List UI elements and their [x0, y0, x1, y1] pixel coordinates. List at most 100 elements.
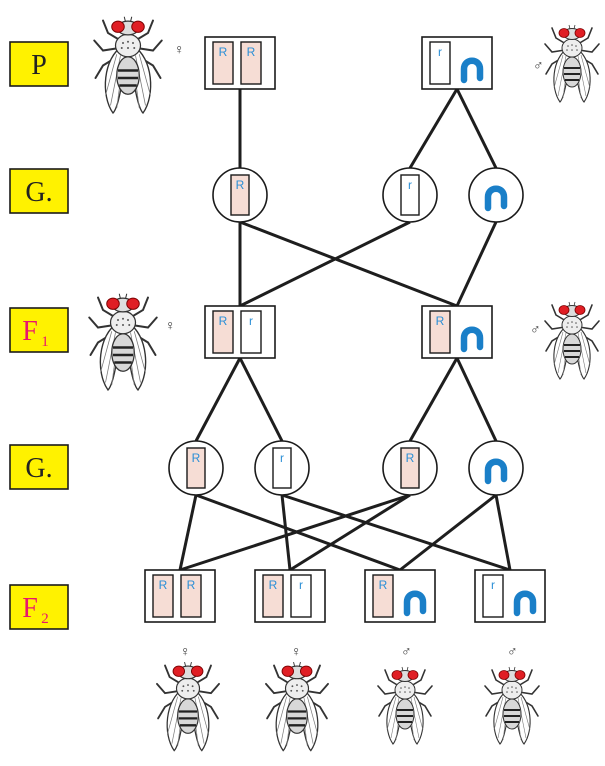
allele-label: r — [438, 45, 442, 59]
svg-text:G.: G. — [25, 177, 52, 208]
allele-label: R — [406, 451, 415, 465]
gamete-1-r-recessive: r — [382, 167, 438, 223]
x-chromosome-icon: R — [152, 574, 174, 618]
female-symbol-icon: ♀ — [165, 317, 176, 333]
fruit-fly-icon — [93, 15, 163, 115]
generation-label-f2: F 2 — [9, 584, 69, 630]
cross-line — [281, 493, 511, 572]
cross-line — [289, 493, 411, 572]
svg-text:F: F — [22, 316, 38, 347]
cross-lines — [178, 88, 512, 572]
label-text: G. — [25, 453, 52, 484]
cross-line — [399, 493, 497, 572]
generation-label-p: P — [9, 41, 69, 87]
cross-line — [239, 220, 458, 308]
x-chromosome-icon: R — [186, 447, 206, 489]
allele-label: r — [249, 314, 253, 328]
gamete-2-y — [468, 440, 524, 496]
x-chromosome-icon: r — [482, 574, 504, 618]
fruit-fly-icon — [155, 660, 221, 752]
fruit-fly-icon — [544, 24, 600, 103]
male-symbol-icon: ♂ — [530, 321, 541, 337]
gamete-2-female-recessive: r — [254, 440, 310, 496]
label-text: F — [22, 316, 38, 347]
cross-line — [238, 357, 284, 442]
cross-line — [408, 88, 459, 169]
generation-label-g1: G. — [9, 168, 69, 214]
fruit-fly-icon — [544, 301, 600, 380]
fruit-fly-icon — [377, 666, 433, 745]
cross-line — [179, 493, 411, 572]
male-symbol-icon: ♂ — [401, 643, 412, 659]
svg-text:P: P — [31, 50, 47, 81]
cross-line — [408, 357, 459, 442]
cross-line — [194, 357, 242, 442]
generation-label-f1: F 1 — [9, 307, 69, 353]
allele-label: R — [379, 578, 388, 592]
x-chromosome-icon: R — [212, 310, 234, 354]
gamete-1-r-dominant: R — [212, 167, 268, 223]
genotype-box-f2-3: R — [364, 569, 436, 623]
male-symbol-icon: ♂ — [507, 643, 518, 659]
allele-label: R — [236, 178, 245, 192]
cross-line — [455, 357, 498, 442]
x-chromosome-icon: r — [290, 574, 312, 618]
cross-line — [455, 221, 498, 307]
x-chromosome-icon: r — [272, 447, 292, 489]
genotype-box-p-male: r — [421, 36, 493, 90]
label-subscript: 1 — [41, 334, 49, 350]
cross-line — [494, 494, 512, 571]
allele-label: R — [219, 45, 228, 59]
x-chromosome-icon: R — [230, 174, 250, 216]
female-symbol-icon: ♀ — [180, 643, 191, 659]
label-text: P — [31, 50, 47, 81]
x-chromosome-icon: r — [240, 310, 262, 354]
label-subscript: 2 — [41, 611, 49, 627]
male-symbol-icon: ♂ — [533, 57, 544, 73]
allele-label: r — [280, 451, 284, 465]
allele-label: R — [247, 45, 256, 59]
cross-line — [178, 494, 198, 571]
allele-label: R — [187, 578, 196, 592]
female-symbol-icon: ♀ — [291, 643, 302, 659]
svg-text:2: 2 — [41, 611, 49, 627]
genotype-box-f2-4: r — [474, 569, 546, 623]
cross-line — [239, 220, 411, 308]
gamete-2-female-dominant: R — [168, 440, 224, 496]
fly-group — [88, 15, 600, 752]
fruit-fly-icon — [484, 666, 540, 745]
genotype-box-f1-male: R — [421, 305, 493, 359]
allele-label: R — [269, 578, 278, 592]
allele-label: r — [299, 578, 303, 592]
label-text: G. — [25, 177, 52, 208]
x-chromosome-icon: r — [400, 174, 420, 216]
x-chromosome-icon: R — [262, 574, 284, 618]
x-chromosome-icon: R — [212, 41, 234, 85]
cross-line — [455, 88, 498, 169]
label-text: F — [22, 593, 38, 624]
x-chromosome-icon: r — [429, 41, 451, 85]
svg-text:1: 1 — [41, 334, 49, 350]
generation-label-g2: G. — [9, 444, 69, 490]
allele-label: r — [491, 578, 495, 592]
gamete-1-y — [468, 167, 524, 223]
x-chromosome-icon: R — [180, 574, 202, 618]
svg-text:G.: G. — [25, 453, 52, 484]
fruit-fly-icon — [264, 660, 330, 752]
x-chromosome-icon: R — [372, 574, 394, 618]
female-symbol-icon: ♀ — [174, 41, 185, 57]
svg-text:F: F — [22, 593, 38, 624]
fruit-fly-icon — [88, 292, 158, 392]
allele-label: R — [436, 314, 445, 328]
allele-label: R — [192, 451, 201, 465]
gamete-2-male-dominant: R — [382, 440, 438, 496]
x-chromosome-icon: R — [429, 310, 451, 354]
x-chromosome-icon: R — [400, 447, 420, 489]
